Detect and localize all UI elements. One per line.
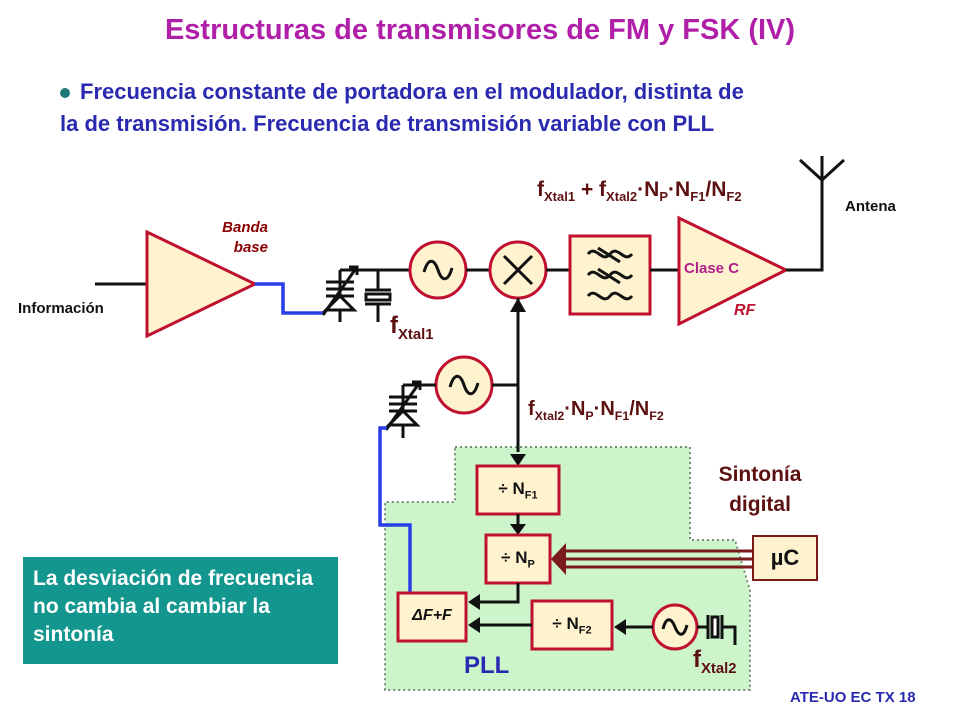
arrow-to-nf2 [614, 619, 626, 635]
block-np-label: ÷ NP [501, 548, 535, 571]
label-base: base [233, 239, 268, 256]
filter-icon [586, 246, 634, 301]
antenna-wire [786, 180, 824, 272]
arrow-to-dff-ref [468, 617, 480, 633]
label-pll: PLL [464, 652, 510, 679]
antenna-icon [798, 156, 846, 182]
bullet-line-1: Frecuencia constante de portadora en el … [80, 79, 744, 104]
label-sintonia-digital: Sintonía digital [700, 460, 820, 520]
block-nf2-label: ÷ NF2 [552, 614, 592, 637]
arrow-to-dff [468, 594, 480, 610]
bullet-line-2: la de transmisión. Frecuencia de transmi… [60, 111, 715, 136]
varicap-2 [384, 380, 422, 438]
label-rf: RF [734, 302, 756, 319]
label-banda: Banda [222, 219, 268, 236]
formula-lo-frequency: fXtal2·NP·NF1/NF2 [528, 398, 664, 423]
note-box: La desviación de frecuencia no cambia al… [23, 557, 338, 664]
pll-control-wire [378, 426, 412, 593]
baseband-control-wire [255, 282, 325, 315]
crystal-1 [364, 270, 392, 322]
sine-icon [448, 374, 480, 396]
block-nf1 [475, 464, 561, 516]
arrow-to-mixer [510, 298, 526, 312]
microcontroller: µC [752, 535, 818, 581]
label-digital: digital [729, 493, 791, 516]
label-informacion: Información [18, 300, 104, 317]
arrow-to-np [510, 524, 526, 535]
formula-fxtal2: fXtal2 [693, 646, 737, 677]
label-sintonia: Sintonía [718, 463, 802, 486]
formula-output-frequency: fXtal1 + fXtal2·NP·NF1/NF2 [537, 178, 742, 205]
uc-control-bus [564, 549, 752, 569]
arrow-to-np-control [551, 543, 566, 575]
block-nf2 [530, 599, 614, 651]
baseband-amplifier [145, 229, 259, 339]
arrow-to-nf1 [510, 454, 526, 466]
block-np [484, 533, 552, 585]
class-c-amplifier [677, 215, 790, 327]
block-nf1-label: ÷ NF1 [498, 479, 538, 502]
varicap-1 [321, 265, 359, 322]
footer-code: ATE-UO EC TX 18 [790, 689, 916, 706]
block-dff-label: ΔF+F [412, 607, 452, 624]
formula-fxtal1: fXtal1 [390, 312, 434, 343]
sine-icon [661, 618, 689, 636]
label-antena: Antena [845, 198, 896, 215]
bullet-text: Frecuencia constante de portadora en el … [60, 76, 920, 140]
bullet-dot [60, 88, 70, 99]
label-clase-c: Clase C [684, 260, 740, 277]
label-banda-base: Banda base [190, 218, 268, 258]
sine-icon [422, 259, 454, 281]
crystal-2 [697, 615, 737, 645]
slide-title: Estructuras de transmisores de FM y FSK … [164, 14, 796, 46]
block-dff [396, 591, 468, 643]
